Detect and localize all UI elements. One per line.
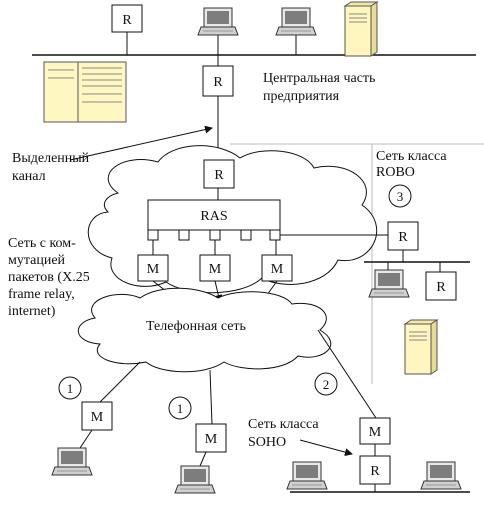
modem-remote-1: M bbox=[81, 401, 113, 431]
modem-soho-label: M bbox=[369, 425, 382, 440]
router-central: R bbox=[202, 65, 234, 97]
soho-arrow bbox=[299, 439, 353, 457]
soho-number: 2 bbox=[323, 377, 330, 392]
server-rack-central bbox=[43, 61, 127, 123]
robo-number-circle bbox=[388, 184, 412, 208]
leased-line-arrow bbox=[69, 125, 213, 161]
modem-1: M bbox=[137, 254, 169, 282]
laptop-robo bbox=[368, 269, 410, 298]
remote-user-number-circle-1 bbox=[58, 376, 82, 400]
ras-box: RAS bbox=[147, 199, 281, 241]
remote-user-number-2: 1 bbox=[177, 401, 184, 416]
router-cloud: R bbox=[203, 159, 235, 189]
packet-network-label-1: Сеть с ком- bbox=[8, 236, 76, 251]
packet-network-label-3: пакетов (X.25 bbox=[8, 270, 90, 285]
central-part-label-2: предприятия bbox=[263, 89, 340, 104]
server-tower-central bbox=[344, 1, 378, 57]
modem-soho: M bbox=[359, 417, 391, 445]
laptop-central-2 bbox=[275, 7, 317, 36]
central-part-label-1: Центральная часть bbox=[263, 71, 375, 86]
laptop-remote-2 bbox=[174, 465, 216, 494]
router-robo-2: R bbox=[425, 271, 457, 301]
router-robo: R bbox=[387, 221, 419, 251]
router-central-label: R bbox=[213, 75, 223, 90]
router-top-label: R bbox=[122, 13, 132, 28]
modem-3: M bbox=[261, 254, 293, 282]
modem-1-label: M bbox=[147, 262, 160, 277]
remote-user-number-1: 1 bbox=[67, 381, 74, 396]
leased-line-label-2: канал bbox=[12, 169, 46, 184]
laptop-remote-1 bbox=[51, 447, 93, 476]
telephone-network-cloud bbox=[77, 287, 332, 373]
router-top: R bbox=[111, 4, 143, 33]
router-robo-label: R bbox=[398, 230, 408, 245]
remote-user-number-circle-2 bbox=[168, 396, 192, 420]
modem-2: M bbox=[199, 254, 231, 282]
packet-network-label-4: frame relay, bbox=[8, 287, 75, 302]
router-robo-2-label: R bbox=[436, 280, 446, 295]
laptop-soho-1 bbox=[286, 461, 328, 490]
soho-label-1: Сеть класса bbox=[248, 417, 319, 432]
server-tower-robo bbox=[404, 319, 438, 375]
router-cloud-label: R bbox=[214, 168, 224, 183]
laptop-central-1 bbox=[197, 7, 239, 36]
robo-label-1: Сеть класса bbox=[376, 149, 447, 164]
router-soho: R bbox=[359, 455, 391, 485]
laptop-soho-2 bbox=[420, 461, 462, 490]
robo-label-2: ROBO bbox=[376, 165, 415, 180]
robo-number: 3 bbox=[397, 189, 404, 204]
packet-network-label-5: internet) bbox=[8, 304, 56, 319]
soho-number-circle bbox=[314, 372, 338, 396]
leased-line-label-1: Выделенный bbox=[12, 151, 90, 166]
modem-remote-1-label: M bbox=[91, 410, 104, 425]
modem-remote-2-label: M bbox=[205, 432, 218, 447]
ras-label: RAS bbox=[200, 209, 227, 224]
modem-3-label: M bbox=[271, 262, 284, 277]
packet-network-label-2: мутацией bbox=[8, 253, 66, 268]
modem-remote-2: M bbox=[195, 423, 227, 453]
router-soho-label: R bbox=[370, 464, 380, 479]
telephone-network-label: Телефонная сеть bbox=[146, 319, 246, 334]
modem-2-label: M bbox=[209, 262, 222, 277]
soho-label-2: SOHO bbox=[248, 435, 286, 450]
